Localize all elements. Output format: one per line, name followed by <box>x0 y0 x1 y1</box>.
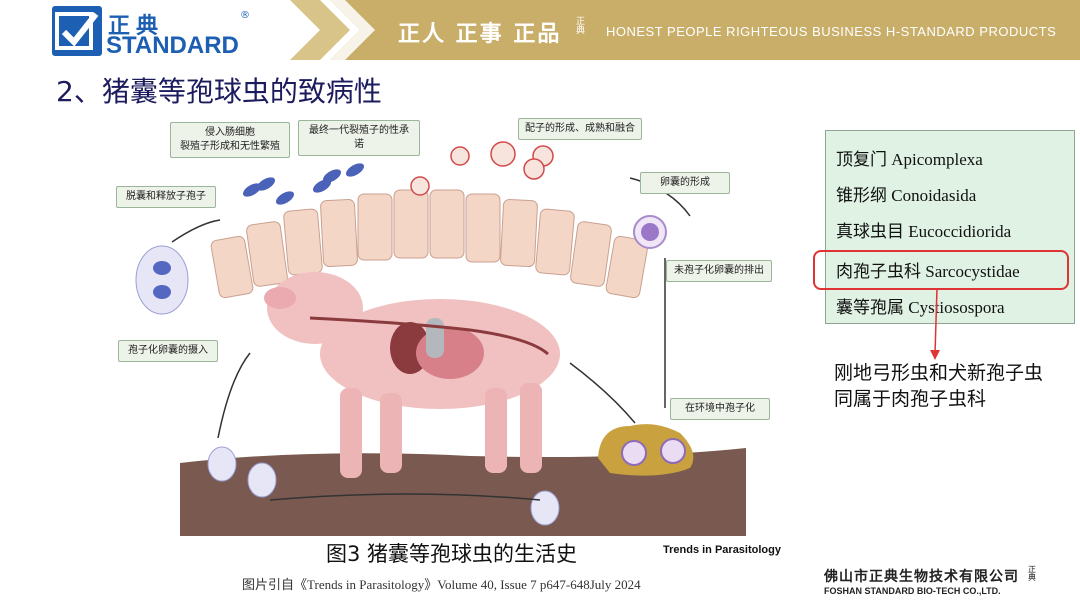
callout-gamete: 配子的形成、成熟和融合 <box>518 118 642 140</box>
page-title: 2、猪囊等孢球虫的致病性 <box>56 75 382 108</box>
callout-ingest: 孢子化卵囊的摄入 <box>118 340 218 362</box>
logo-english-name: STANDARD <box>106 32 239 59</box>
taxonomy-family: 肉孢子虫科 Sarcocystidae <box>836 262 1020 281</box>
slogan-chinese: 正人 正事 正品 <box>398 21 562 47</box>
callout-sporulate: 在环境中孢子化 <box>670 398 770 420</box>
logo-chinese-name: 正典 <box>108 14 165 39</box>
lifecycle-illustration <box>135 141 746 536</box>
note-line-2: 同属于肉孢子虫科 <box>834 388 987 410</box>
journal-mark: Trends in Parasitology <box>663 544 781 556</box>
source-citation: 图片引自《Trends in Parasitology》Volume 40, I… <box>242 577 641 592</box>
note-line-1: 刚地弓形虫和犬新孢子虫 <box>834 362 1044 384</box>
family-highlight-ring <box>813 250 1069 290</box>
callout-unsporulated: 未孢子化卵囊的排出 <box>666 260 772 282</box>
callout-last-generation: 最终一代裂殖子的性承诺 <box>298 120 420 156</box>
header-band <box>290 0 1080 60</box>
footer-company-en: FOSHAN STANDARD BIO-TECH CO.,LTD. <box>824 586 1001 596</box>
pig-illustration <box>264 272 560 478</box>
callout-excyst: 脱囊和释放子孢子 <box>116 186 216 208</box>
footer-company-cn: 佛山市正典生物技术有限公司 <box>824 569 1019 585</box>
taxonomy-genus: 囊等孢属 Cystiosospora <box>836 298 1005 317</box>
intestinal-epithelium <box>210 189 649 299</box>
callout-invade: 侵入肠细胞裂殖子形成和无性繁殖 <box>170 122 290 158</box>
taxonomy-order: 真球虫目 Eucoccidiorida <box>836 222 1012 241</box>
registered-mark: ® <box>240 10 250 21</box>
figure-caption: 图3 猪囊等孢球虫的生活史 <box>326 542 578 566</box>
slogan-seal: 正典 <box>576 17 586 36</box>
logo-check-icon <box>52 6 102 56</box>
callout-oocyst-formation: 卵囊的形成 <box>640 172 730 194</box>
taxonomy-phylum: 顶复门 Apicomplexa <box>836 150 983 169</box>
highlight-arrow-icon <box>930 288 940 360</box>
taxonomy-class: 锥形纲 Conoidasida <box>836 186 977 205</box>
footer-seal: 正典 <box>1028 565 1036 582</box>
lifecycle-figure: 侵入肠细胞裂殖子形成和无性繁殖 最终一代裂殖子的性承诺 配子的形成、成熟和融合 … <box>110 108 780 536</box>
taxonomy-box: 顶复门 Apicomplexa 锥形纲 Conoidasida 真球虫目 Euc… <box>825 130 1075 324</box>
slogan-english: HONEST PEOPLE RIGHTEOUS BUSINESS H-STAND… <box>606 24 1057 39</box>
